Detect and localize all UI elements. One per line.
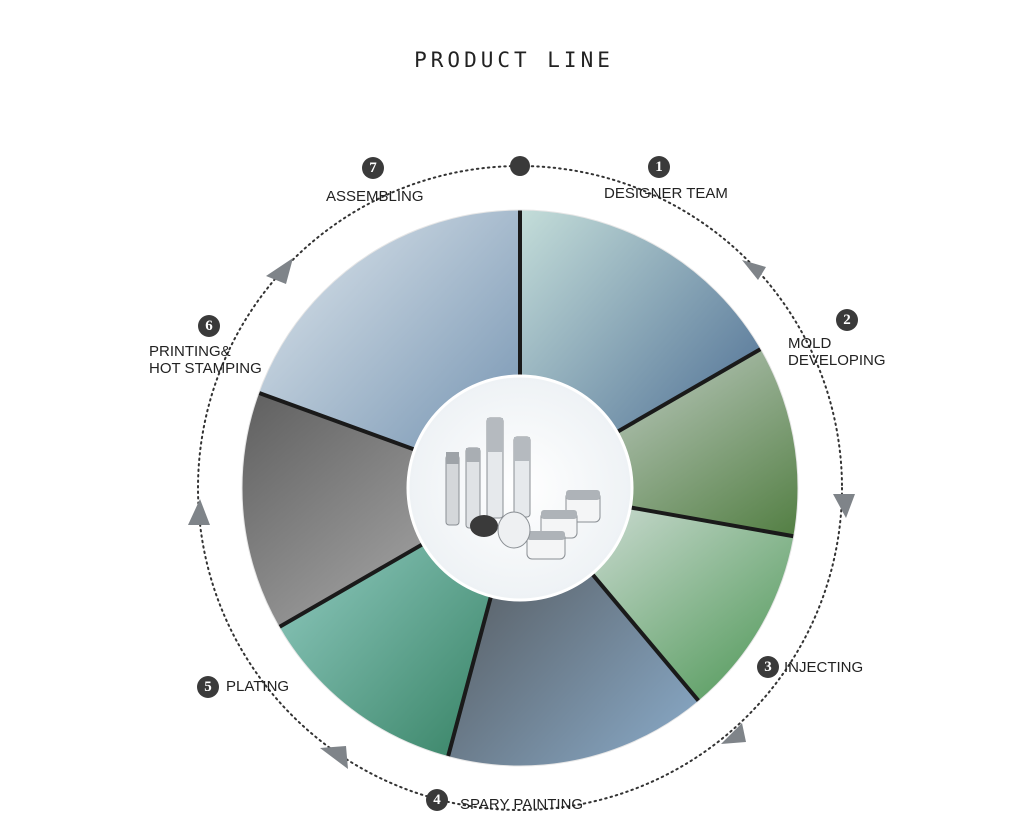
- start-dot: [510, 156, 530, 176]
- arrow-icon: [188, 499, 210, 525]
- arrow-icon: [742, 260, 766, 280]
- stage-4-label: SPARY PAINTING: [460, 796, 584, 813]
- stage-1-badge: 1: [648, 156, 670, 178]
- stage-6-photo: [242, 385, 520, 638]
- arrow-icon: [320, 746, 348, 769]
- stage-5-badge: 5: [197, 676, 219, 698]
- stage-5-label: PLATING: [226, 678, 290, 695]
- cosmetic-bottles-image: [445, 417, 601, 560]
- arrow-icon: [833, 494, 855, 518]
- arrow-icon: [721, 723, 746, 744]
- stage-3-label: INJECTING: [784, 659, 864, 676]
- stage-6-label: PRINTING& HOT STAMPING: [149, 343, 262, 377]
- flow-ring: [197, 165, 843, 811]
- stage-3-badge: 3: [757, 656, 779, 678]
- stage-1-label: DESIGNER TEAM: [604, 185, 728, 202]
- stage-7-label: ASSEMBLING: [326, 188, 424, 205]
- stage-4-badge: 4: [426, 789, 448, 811]
- flow-arrows: [188, 258, 855, 769]
- arrow-icon: [266, 258, 293, 284]
- stage-7-badge: 7: [362, 157, 384, 179]
- stage-2-badge: 2: [836, 309, 858, 331]
- stage-6-badge: 6: [198, 315, 220, 337]
- stage-2-label: MOLD DEVELOPING: [788, 335, 886, 369]
- page-title: PRODUCT LINE: [414, 48, 614, 72]
